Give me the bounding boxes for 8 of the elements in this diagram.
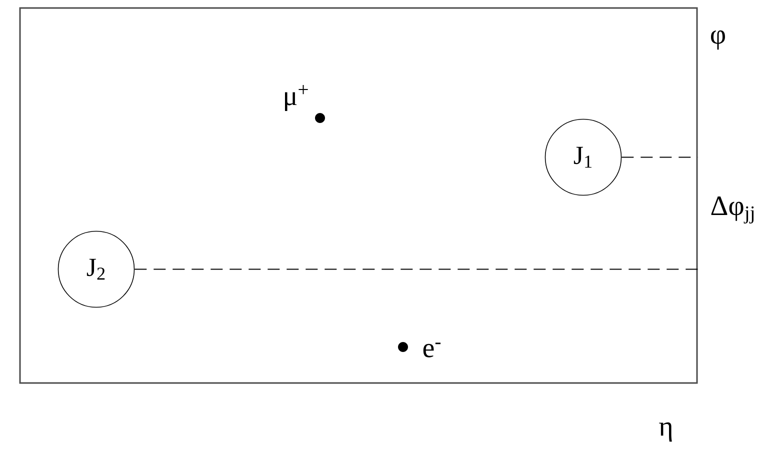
axis-label: φ [711, 30, 725, 50]
axis-label: η [659, 422, 672, 442]
frame-box [19, 7, 698, 384]
dashed-line [134, 268, 698, 270]
axis-label: e$^{-}$ [423, 342, 441, 358]
axis-label: Δφ$_{jj}$ [711, 196, 754, 224]
axis-label: μ$^{+}$ [285, 84, 308, 112]
dashed-line [621, 156, 698, 158]
